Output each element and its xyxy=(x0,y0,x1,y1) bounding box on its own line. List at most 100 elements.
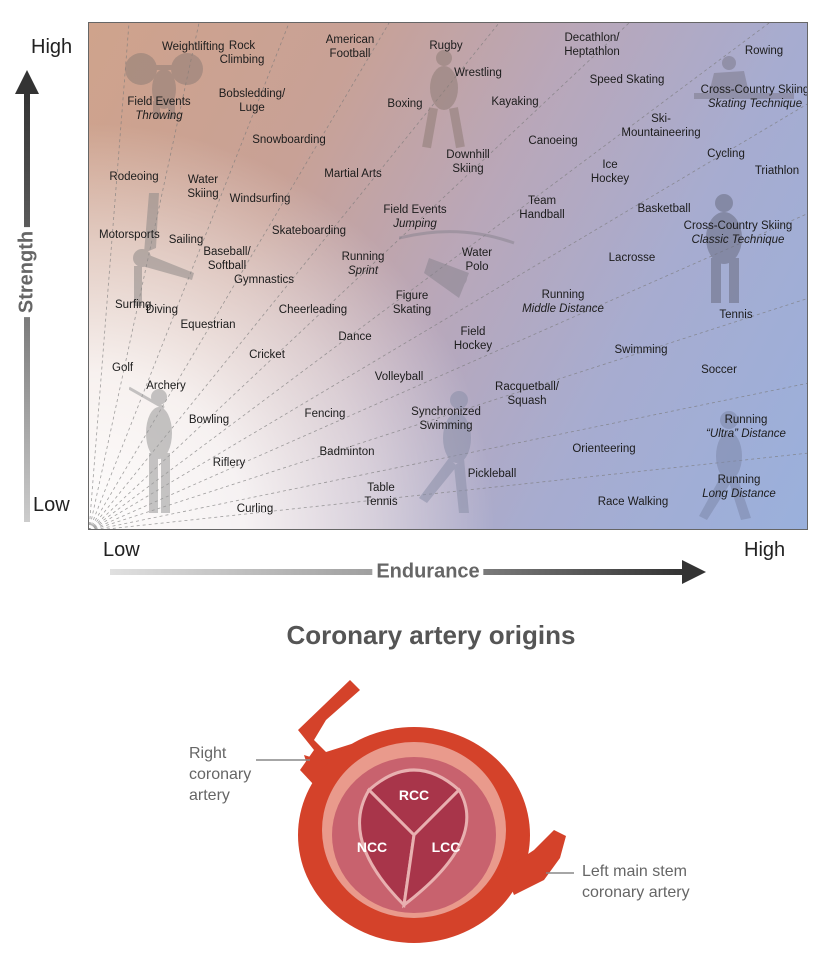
sport-label: Sailing xyxy=(169,233,204,247)
sport-name: Canoeing xyxy=(528,135,578,147)
sport-label: Baseball/Softball xyxy=(203,245,250,273)
sport-name: Badminton xyxy=(319,446,375,458)
left-main-stem-artery xyxy=(504,830,566,895)
sport-name: Windsurfing xyxy=(229,193,291,205)
sport-label: Surfing xyxy=(115,298,151,312)
sport-detail: Classic Technique xyxy=(691,234,785,246)
sport-label: Cycling xyxy=(707,147,745,161)
sport-name: Skiing xyxy=(187,188,219,200)
sport-label: Basketball xyxy=(637,202,690,216)
sport-name: Soccer xyxy=(701,364,737,376)
sport-name: Running xyxy=(541,289,585,301)
sport-name: Basketball xyxy=(637,203,691,215)
rugby-player-silhouette xyxy=(422,50,465,149)
sport-name: Baseball/ xyxy=(203,246,251,258)
sport-detail: Throwing xyxy=(135,110,183,122)
sport-name: Curling xyxy=(236,503,274,515)
sport-label: Snowboarding xyxy=(252,133,326,147)
sport-name: Bobsledding/ xyxy=(218,88,286,100)
sport-label: Badminton xyxy=(320,445,375,459)
sport-name: Heptathlon xyxy=(564,46,620,58)
sport-label: Rugby xyxy=(429,39,462,53)
x-axis-low-label: Low xyxy=(103,539,140,561)
sport-label: Cheerleading xyxy=(279,303,347,317)
sport-name: Handball xyxy=(519,209,565,221)
sport-name: Cycling xyxy=(707,148,745,160)
left-main-label: Left main stem coronary artery xyxy=(582,863,690,901)
ray-line xyxy=(93,298,807,529)
sport-label: Soccer xyxy=(701,363,737,377)
y-axis-high-label: High xyxy=(31,36,73,58)
sport-name: Race Walking xyxy=(597,496,669,508)
lcc-cusp xyxy=(401,787,469,909)
sport-detail: Jumping xyxy=(393,218,437,230)
sport-label: Martial Arts xyxy=(324,167,382,181)
sport-name: Triathlon xyxy=(754,165,800,177)
sport-name: Gymnastics xyxy=(233,274,295,286)
lcc-label: LCC xyxy=(432,839,461,855)
sport-label: Rowing xyxy=(745,44,783,58)
x-axis-arrowhead xyxy=(682,560,706,584)
sport-label: Equestrian xyxy=(181,318,236,332)
sport-name: Weightlifting xyxy=(162,41,225,53)
sport-name: Polo xyxy=(465,261,489,273)
sport-label: Archery xyxy=(146,379,186,393)
sport-name: Motorsports xyxy=(99,229,160,241)
ray-line xyxy=(89,23,200,529)
sport-label: Pickleball xyxy=(468,467,517,481)
sport-label: Fencing xyxy=(305,407,346,421)
y-axis-low-label: Low xyxy=(33,494,70,516)
sport-name: Kayaking xyxy=(491,96,539,108)
weightlifter-silhouette xyxy=(125,53,203,119)
skier-silhouette xyxy=(706,194,742,303)
sport-name: Running xyxy=(724,414,768,426)
sport-label: Orienteering xyxy=(572,442,635,456)
sport-label: Racquetball/Squash xyxy=(495,380,559,408)
sport-label: Skateboarding xyxy=(272,224,346,238)
sport-name: Racquetball/ xyxy=(495,381,559,393)
sport-name: Skating xyxy=(392,304,432,316)
sport-name: Speed Skating xyxy=(589,74,665,86)
sport-label: Dance xyxy=(338,330,371,344)
aortic-root-illustration: RCC NCC LCC xyxy=(256,680,574,943)
sport-label: Windsurfing xyxy=(230,192,291,206)
sport-label: Ski-Mountaineering xyxy=(621,112,700,140)
rcc-label: RCC xyxy=(399,787,429,803)
sport-label: Gymnastics xyxy=(234,273,294,287)
sport-detail: Long Distance xyxy=(702,488,776,500)
ray-line xyxy=(92,213,807,529)
sport-label: Rodeoing xyxy=(109,170,158,184)
coronary-diagram-panel: Coronary artery origins RCC NCC LCC Righ… xyxy=(114,590,784,965)
sport-name: Diving xyxy=(146,304,178,316)
sport-label: Diving xyxy=(146,303,178,317)
ray-line xyxy=(89,23,390,529)
sport-detail: Middle Distance xyxy=(522,303,604,315)
sport-name: Rodeoing xyxy=(109,171,159,183)
sport-label: Cricket xyxy=(249,348,285,362)
sport-name: Football xyxy=(329,48,371,60)
coronary-title: Coronary artery origins xyxy=(286,620,576,650)
gymnast-silhouette xyxy=(133,193,194,306)
sport-name: Field Events xyxy=(383,204,447,216)
x-axis-title: Endurance xyxy=(372,560,484,584)
sport-name: Pickleball xyxy=(467,468,517,480)
ncc-label: NCC xyxy=(357,839,387,855)
sport-name: Cross-Country Skiing xyxy=(700,84,808,96)
sport-name: Rock xyxy=(228,40,256,52)
distance-runner-silhouette xyxy=(699,411,751,520)
sport-name: Skiing xyxy=(452,163,484,175)
sport-name: Rowing xyxy=(744,45,784,57)
sport-name: Cricket xyxy=(249,349,285,361)
sport-detail: “Ultra” Distance xyxy=(706,428,786,440)
